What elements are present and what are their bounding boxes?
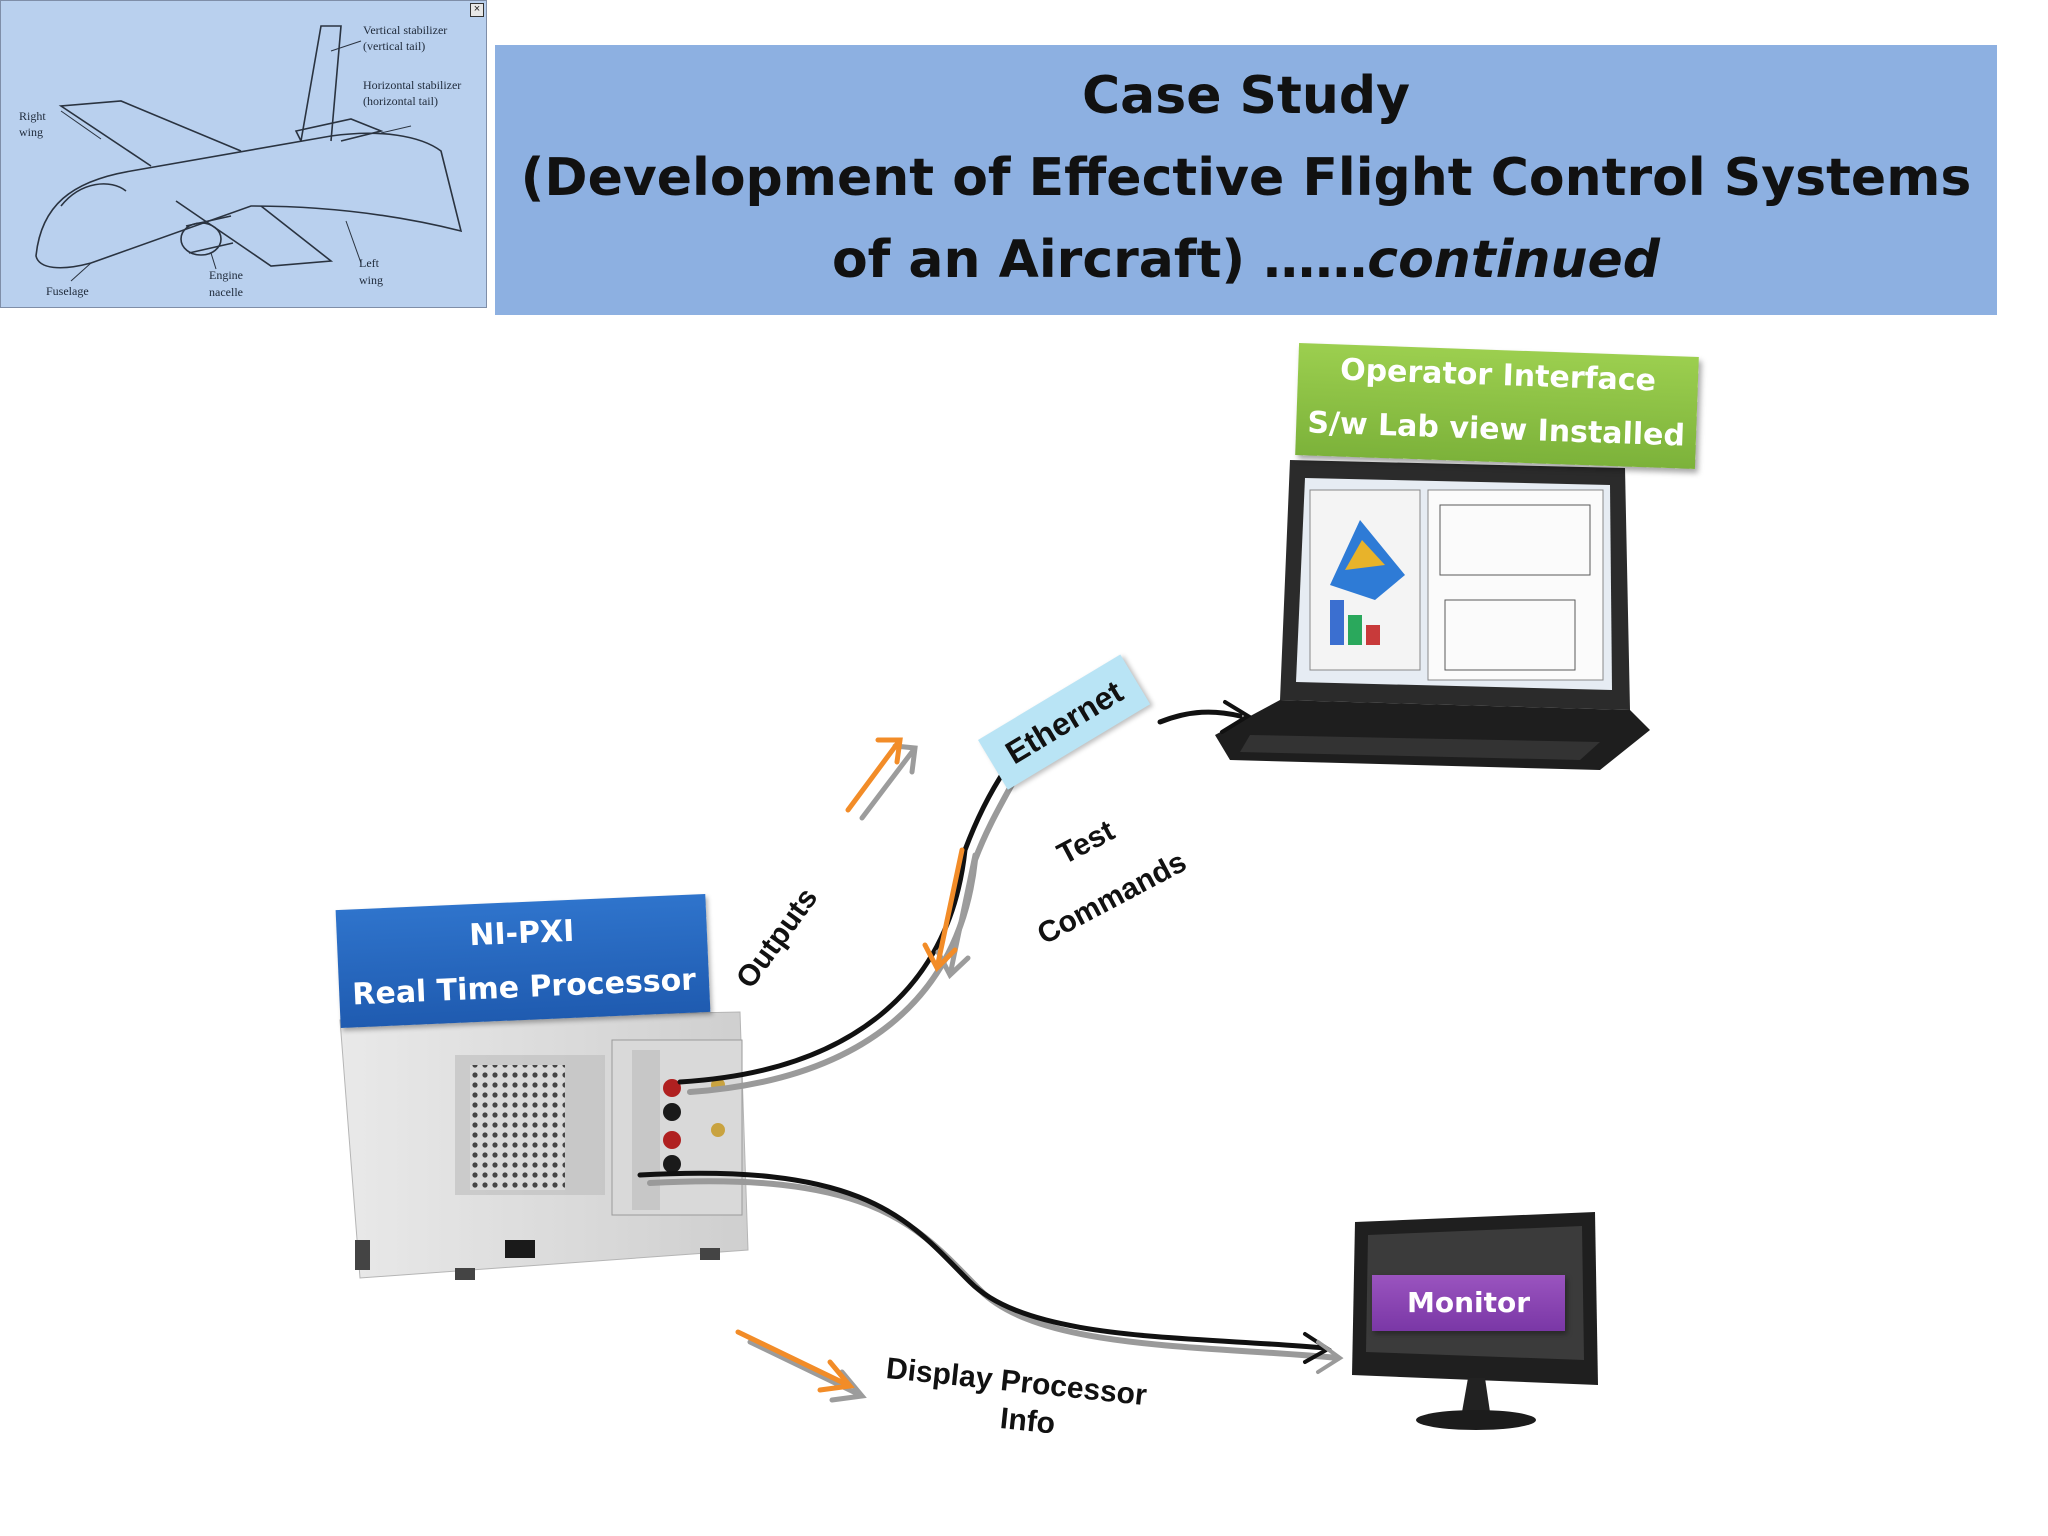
label-nacelle: nacelle (209, 285, 243, 299)
label-right-wing: wing (19, 125, 43, 139)
label-left: Left (359, 256, 379, 270)
title-line-3-italic: continued (1367, 230, 1661, 290)
ni-pxi-label: NI-PXI Real Time Processor (335, 893, 711, 1029)
title-line-3-prefix: of an Aircraft) …… (831, 230, 1368, 290)
title-line-1: Case Study (1081, 66, 1411, 126)
close-icon[interactable]: × (470, 3, 484, 17)
label-fuselage: Fuselage (46, 284, 89, 298)
display-arrow-shadow (747, 1339, 867, 1403)
label-vertical-tail: (vertical tail) (363, 39, 426, 53)
outputs-arrow-shadow (859, 743, 918, 821)
processor-line-1: NI-PXI (468, 913, 576, 954)
outputs-arrow-icon (845, 737, 903, 813)
aircraft-diagram-thumbnail: × Vertical stabilizer (vertical tail) Ho… (0, 0, 487, 308)
info-label: Info (998, 1402, 1057, 1441)
ethernet-cable-upper (1157, 709, 1243, 725)
operator-line-2: S/w Lab view Installed (1306, 405, 1686, 454)
operator-line-1: Operator Interface (1339, 352, 1657, 399)
display-arrow-icon (735, 1329, 855, 1393)
label-right: Right (19, 109, 46, 123)
label-left-wing: wing (359, 273, 383, 287)
ethernet-arrowhead (1220, 700, 1252, 734)
title-line-2: (Development of Effective Flight Control… (520, 148, 1972, 208)
monitor-arrowhead-shadow (1316, 1340, 1344, 1374)
monitor-label: Monitor (1372, 1275, 1565, 1331)
label-engine: Engine (209, 268, 243, 282)
label-vertical-stabilizer: Vertical stabilizer (363, 23, 448, 37)
monitor-cable (637, 1170, 1328, 1351)
monitor-cable-shadow (647, 1178, 1341, 1361)
aircraft-drawing (35, 25, 463, 282)
operator-interface-label: Operator Interface S/w Lab view Installe… (1295, 343, 1699, 469)
test-commands-arrow-icon (922, 847, 965, 973)
title-banner: Case Study (Development of Effective Fli… (495, 45, 1997, 315)
pxi-chassis-icon (339, 1011, 749, 1280)
label-horizontal-tail: (horizontal tail) (363, 94, 438, 108)
processor-line-2: Real Time Processor (351, 962, 697, 1013)
label-horizontal-stabilizer: Horizontal stabilizer (363, 78, 462, 92)
title-line-3: of an Aircraft) ……continued (495, 229, 1997, 291)
laptop-icon (1215, 460, 1650, 770)
